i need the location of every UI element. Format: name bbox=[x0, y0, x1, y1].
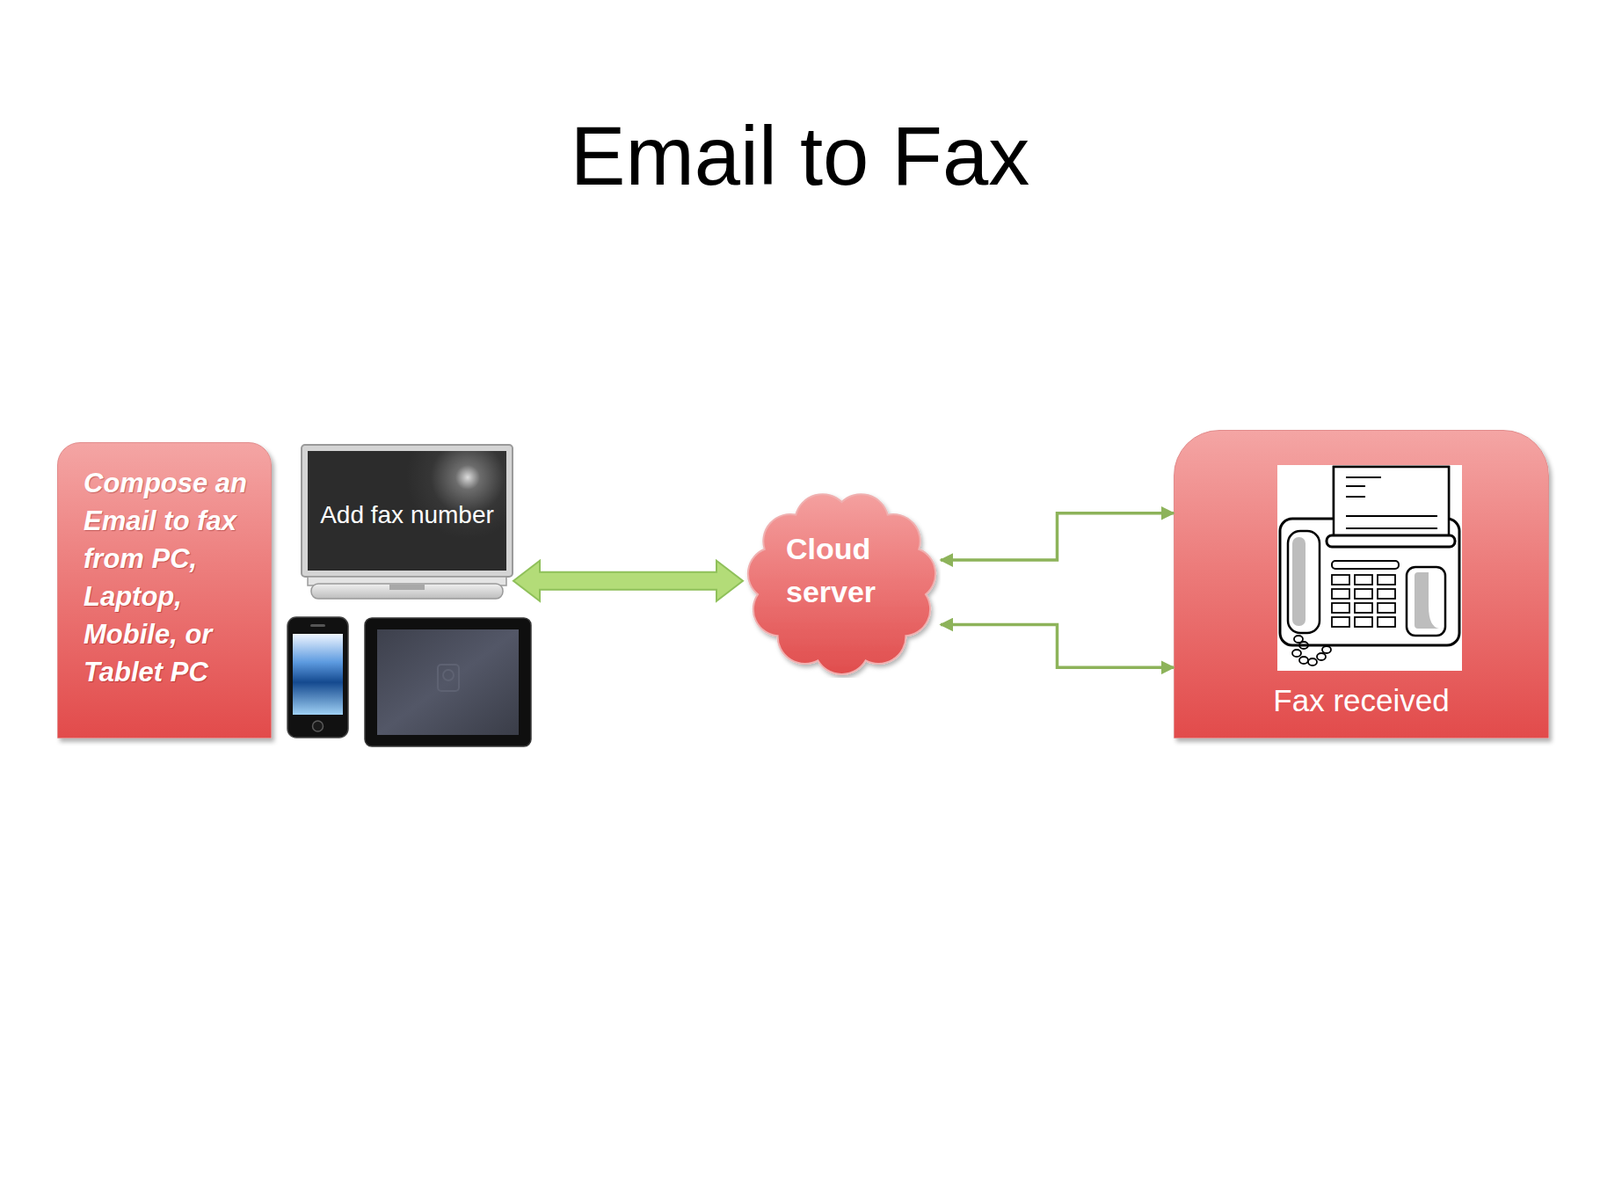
laptop-device: Add fax number bbox=[300, 443, 514, 601]
phone-body bbox=[287, 617, 349, 738]
paper-line bbox=[1345, 476, 1382, 479]
phone-screen bbox=[292, 633, 343, 715]
paper-line bbox=[1345, 476, 1382, 479]
elbow-arrow bbox=[940, 513, 1174, 560]
node-text: Add fax number bbox=[307, 500, 507, 531]
paper-line bbox=[1345, 515, 1438, 517]
phone-illustration bbox=[286, 616, 350, 740]
laptop-base bbox=[311, 583, 503, 599]
laptop-bezel bbox=[301, 444, 513, 577]
fax-paper bbox=[1333, 466, 1449, 545]
step-box: Compose an Email to fax from PC, Laptop,… bbox=[57, 442, 272, 739]
paper-line bbox=[1345, 495, 1366, 498]
fax-handset bbox=[1287, 530, 1320, 633]
paper-line bbox=[1345, 527, 1438, 530]
handset-cord bbox=[1292, 635, 1331, 666]
fax-image-background bbox=[1277, 465, 1462, 671]
paper-line bbox=[1345, 485, 1366, 488]
handset-shade bbox=[1292, 537, 1306, 626]
laptop-screen-glass bbox=[307, 450, 507, 571]
fax-paper bbox=[1333, 466, 1449, 538]
cloud-server: Cloud server bbox=[742, 487, 941, 678]
laptop-notch bbox=[389, 584, 425, 590]
paper-line bbox=[1345, 495, 1366, 498]
tablet-screen bbox=[377, 629, 519, 735]
panel-shade bbox=[1414, 572, 1440, 629]
paper-line bbox=[1345, 527, 1438, 530]
phone-speaker bbox=[310, 624, 326, 627]
elbow-arrow bbox=[940, 625, 1174, 669]
node-text: Cloud server bbox=[785, 527, 905, 614]
node-text: Fax received bbox=[1174, 683, 1549, 719]
double-arrow bbox=[513, 560, 743, 602]
fax-display bbox=[1331, 560, 1399, 569]
fax-side-panel bbox=[1406, 567, 1446, 636]
paper-line bbox=[1345, 485, 1366, 488]
fax-illustration bbox=[1277, 465, 1462, 671]
phone-button bbox=[312, 720, 324, 732]
cloud-shape bbox=[748, 494, 936, 675]
tablet-illustration bbox=[363, 617, 533, 750]
tablet-logo bbox=[437, 664, 459, 691]
paper-slot bbox=[1326, 535, 1455, 547]
fax-body bbox=[1280, 518, 1460, 646]
diagram-title: Email to Fax bbox=[0, 110, 1600, 202]
tablet-body bbox=[364, 618, 531, 747]
fax-keypad bbox=[1331, 574, 1396, 627]
node-text: Compose an Email to fax from PC, Laptop,… bbox=[83, 464, 269, 691]
paper-line bbox=[1345, 515, 1438, 517]
tablet-logo bbox=[443, 669, 454, 681]
